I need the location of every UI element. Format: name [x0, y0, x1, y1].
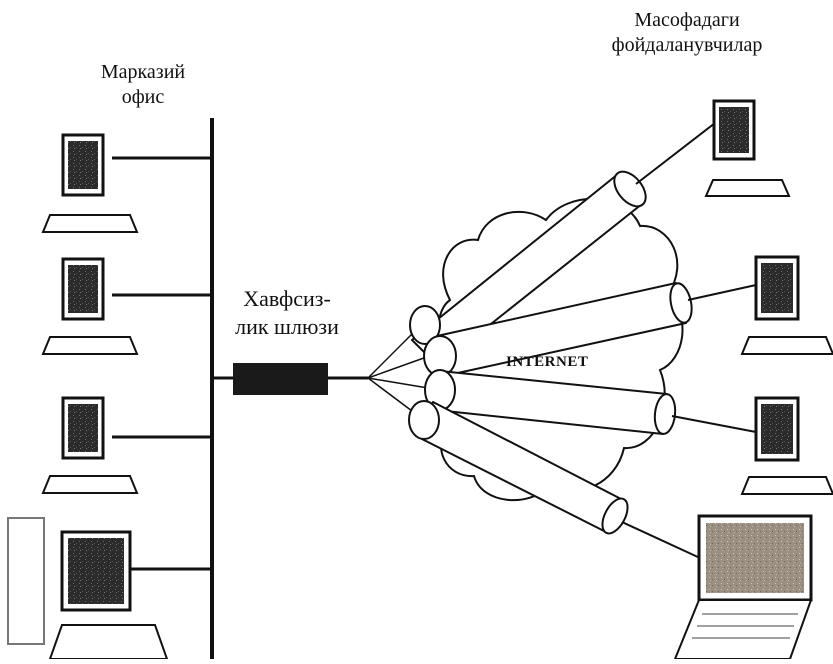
- tunnel-to-remote-4: [408, 400, 629, 535]
- keyboard-icon: [41, 214, 139, 233]
- tunnel-to-remote-3: [424, 369, 677, 435]
- security-gateway-label-line2: лик шлюзи: [235, 313, 339, 339]
- central-office-label: Марказий офис: [58, 60, 228, 110]
- internet-label: INTERNET: [506, 354, 589, 370]
- tunnel-to-remote-1: [409, 170, 647, 367]
- office-server: [7, 517, 169, 660]
- security-gateway-label: Хавфсиз- лик шлюзи: [222, 285, 352, 340]
- central-office-label-line2: офис: [121, 86, 165, 108]
- office-computer-2: [41, 257, 139, 355]
- remote-users-label-line1: Масофадаги: [634, 9, 740, 31]
- keyboard-icon: [48, 624, 169, 660]
- tunnel-opening: [409, 305, 441, 345]
- security-gateway-label-line1: Хавфсиз-: [243, 286, 331, 311]
- server-tower-icon: [7, 517, 45, 645]
- security-gateway-device: [233, 363, 328, 395]
- office-computer-3: [41, 396, 139, 494]
- vpn-tunnels: [408, 170, 693, 535]
- remote-computer-1: [704, 99, 791, 197]
- keyboard-icon: [740, 476, 833, 495]
- keyboard-icon: [41, 336, 139, 355]
- laptop-keyboard-icon: [673, 599, 813, 660]
- office-computer-1: [41, 133, 139, 233]
- remote-computer-3: [740, 396, 833, 495]
- remote-laptop: [673, 514, 813, 660]
- remote-links: [621, 122, 757, 559]
- keyboard-icon: [740, 336, 833, 355]
- remote-users-label-line2: фойдаланувчилар: [611, 34, 763, 56]
- tunnel-opening: [408, 400, 440, 440]
- keyboard-icon: [41, 475, 139, 494]
- remote-users-label: Масофадаги фойдаланувчилар: [592, 8, 782, 58]
- keyboard-icon: [704, 179, 791, 197]
- remote-computer-2: [740, 255, 833, 355]
- central-office-label-line1: Марказий: [100, 61, 186, 83]
- office-drop-lines: [112, 156, 212, 571]
